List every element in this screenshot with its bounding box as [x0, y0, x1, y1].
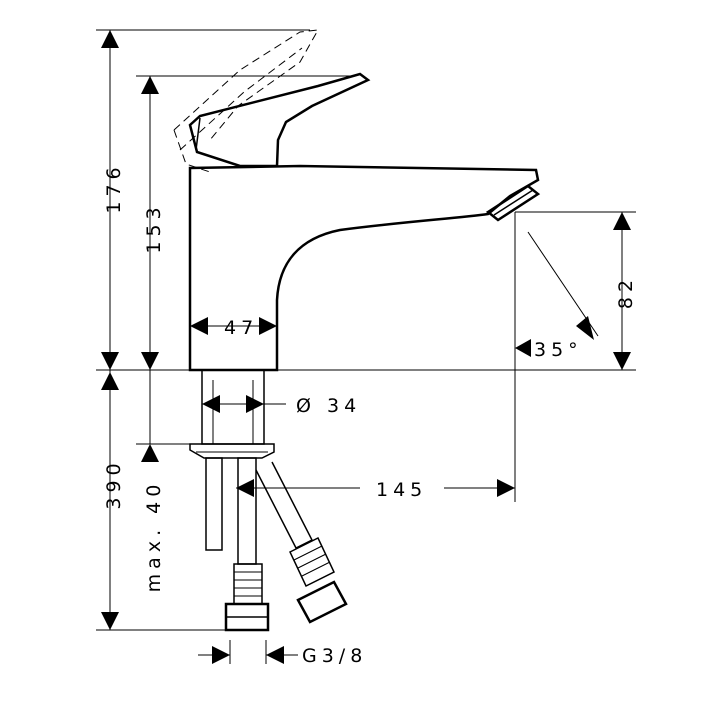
- label-shank-diameter: Ø 34: [296, 395, 361, 417]
- lever-handle: [173, 29, 371, 173]
- label-base-width: 47: [224, 317, 258, 339]
- mounting-hardware: [189, 369, 348, 632]
- label-spout-reach: 145: [376, 479, 427, 501]
- arrowheads: [101, 30, 631, 664]
- label-spray-angle: 35°: [534, 339, 583, 361]
- label-max-thickness: max. 40: [143, 480, 165, 593]
- label-thread: G3/8: [302, 645, 367, 667]
- dimension-labels: 176 153 82 390 max. 40 47 35° Ø 34 145 G…: [103, 162, 637, 667]
- dimension-lines: [96, 29, 636, 664]
- label-hose-length: 390: [103, 458, 125, 509]
- label-total-height: 176: [103, 162, 125, 213]
- label-spout-height: 153: [143, 202, 165, 253]
- faucet-body: [188, 164, 541, 372]
- label-spout-clearance: 82: [615, 275, 637, 309]
